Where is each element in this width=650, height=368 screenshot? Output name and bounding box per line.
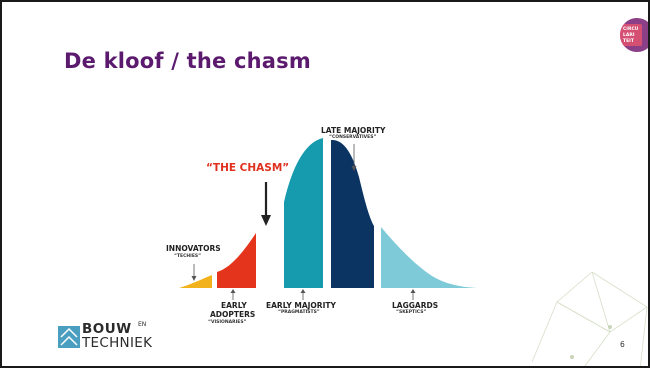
logo-word-en: EN xyxy=(138,321,147,328)
label-late-majority: LATE MAJORITY xyxy=(321,126,386,135)
sublabel-early-adopters: “VISIONARIES” xyxy=(208,320,247,325)
logo-icon xyxy=(60,327,78,346)
badge-text-line1: CIRCU xyxy=(623,27,639,32)
logo-word-bouw: BOUW xyxy=(82,321,132,337)
page-number: 6 xyxy=(620,340,625,349)
circulariteit-badge: CIRCU LARI TEIT xyxy=(620,18,648,52)
chasm-arrow-head xyxy=(261,215,271,226)
segment-early-adopters xyxy=(217,233,256,288)
innovators-arrowhead xyxy=(191,276,197,281)
decorative-geometry xyxy=(531,271,648,366)
slide-title: De kloof / the chasm xyxy=(64,49,311,73)
early-majority-arrowhead xyxy=(300,289,306,293)
sublabel-laggards: “SKEPTICS” xyxy=(396,310,427,315)
badge-text-line2: LARI xyxy=(623,33,635,38)
label-laggards: LAGGARDS xyxy=(392,301,439,310)
bouw-techniek-logo-text: BOUW TECHNIEK xyxy=(82,322,152,350)
sublabel-early-majority: “PRAGMATISTS” xyxy=(278,310,320,315)
segment-early-majority xyxy=(284,138,323,288)
segment-innovators xyxy=(179,275,212,288)
segment-laggards xyxy=(381,227,477,288)
badge-square xyxy=(620,24,642,46)
badge-text-line3: TEIT xyxy=(623,39,634,44)
label-early-majority: EARLY MAJORITY xyxy=(266,301,336,310)
bouw-techniek-logo-mark xyxy=(58,326,80,348)
sublabel-late-majority: “CONSERVATIVES” xyxy=(329,135,377,140)
segment-late-majority xyxy=(331,139,374,288)
label-innovators: INNOVATORS xyxy=(166,244,221,253)
chasm-label: “THE CHASM” xyxy=(206,162,290,174)
label-early: EARLY xyxy=(221,301,247,310)
late-majority-arrowhead xyxy=(351,166,357,171)
label-adopters: ADOPTERS xyxy=(210,310,256,319)
early-adopters-arrowhead xyxy=(230,289,236,293)
laggards-arrowhead xyxy=(410,289,416,293)
logo-word-techniek: TECHNIEK xyxy=(82,335,153,351)
sublabel-innovators: “TECHIES” xyxy=(174,254,202,259)
